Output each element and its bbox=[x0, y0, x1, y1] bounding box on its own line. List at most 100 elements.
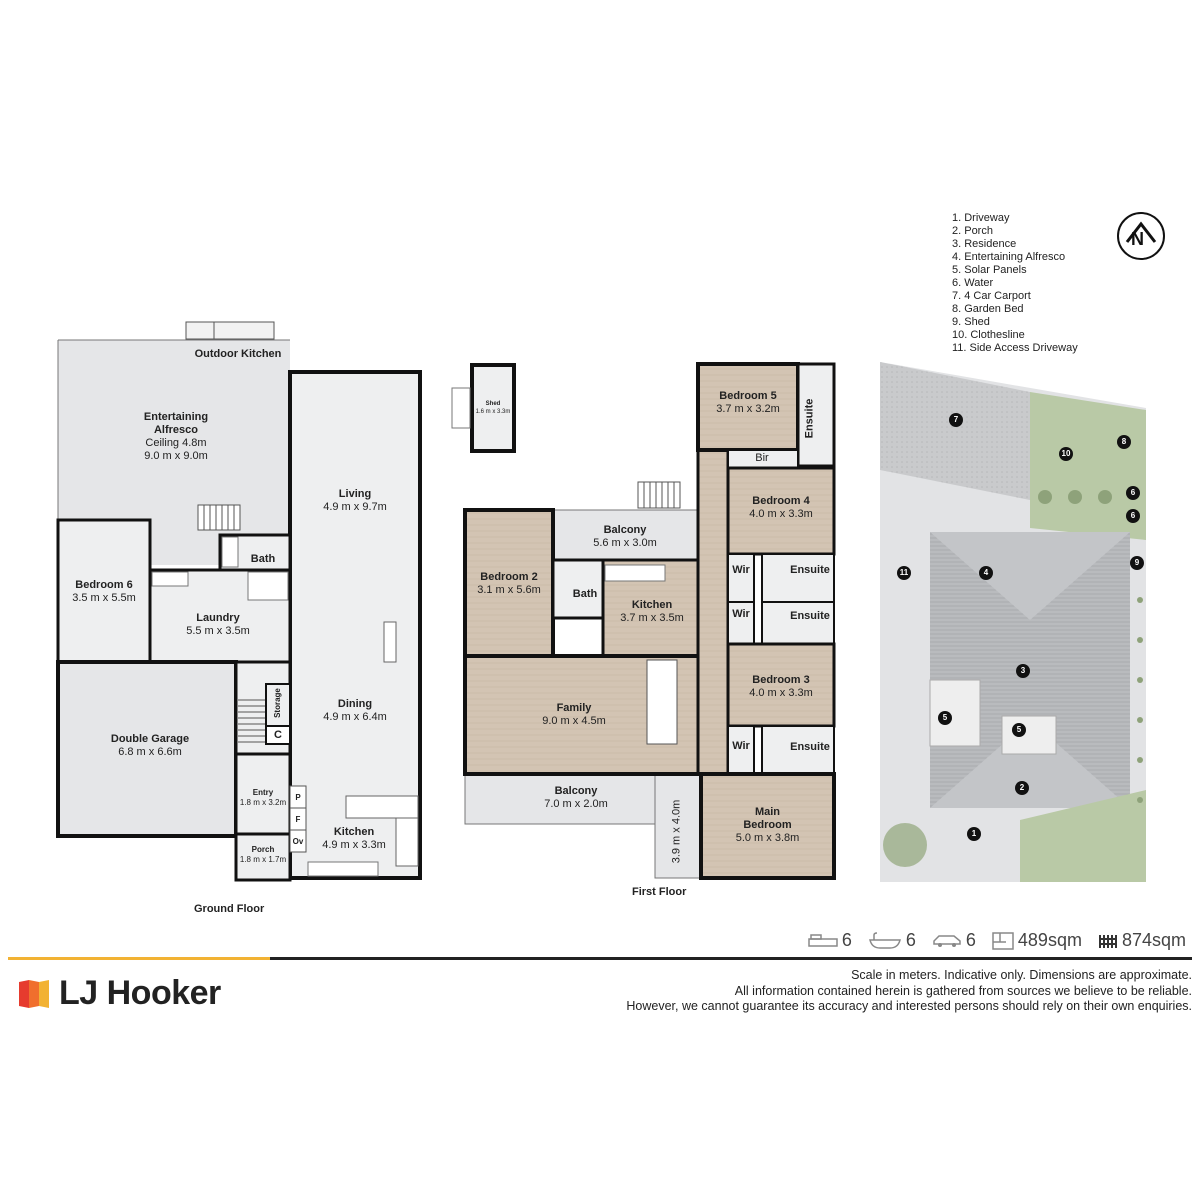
first-bath bbox=[551, 558, 605, 620]
disclaimer: Scale in meters. Indicative only. Dimens… bbox=[626, 968, 1192, 1015]
balcony-top bbox=[551, 509, 699, 561]
label-wir-1: Wir bbox=[732, 564, 750, 576]
label-first-bath: Bath bbox=[572, 588, 598, 600]
first-floor-stairs bbox=[646, 659, 678, 745]
kitchen-island bbox=[345, 795, 419, 819]
legend-item: 10. Clothesline bbox=[952, 329, 1025, 341]
label-shed: Shed 1.6 m x 3.3m bbox=[475, 401, 511, 415]
label-entry: Entry 1.8 m x 3.2m bbox=[239, 788, 287, 807]
outdoor-kitchen-bench bbox=[185, 321, 275, 340]
ground-floor-title: Ground Floor bbox=[194, 903, 265, 915]
bedroom-4 bbox=[726, 466, 836, 556]
label-oven: Ov bbox=[292, 837, 304, 846]
site-marker-6a: 6 bbox=[1126, 486, 1140, 500]
wir-1 bbox=[727, 553, 755, 603]
label-pantry: P bbox=[295, 793, 301, 802]
label-storage: Storage bbox=[273, 688, 282, 718]
label-ensuite-bedroom-5: Ensuite bbox=[803, 398, 816, 439]
label-laundry: Laundry 5.5 m x 3.5m bbox=[186, 612, 250, 637]
site-marker-1: 1 bbox=[967, 827, 981, 841]
wir-2 bbox=[727, 601, 755, 645]
site-marker-9: 9 bbox=[1130, 556, 1144, 570]
label-ensuite-1: Ensuite bbox=[790, 564, 830, 576]
cupboard-c bbox=[265, 725, 291, 745]
label-first-kitchen: Kitchen 3.7 m x 3.5m bbox=[620, 599, 684, 624]
legend-item: 4. Entertaining Alfresco bbox=[952, 251, 1066, 263]
bedroom-3 bbox=[726, 642, 836, 728]
label-main-bedroom: Main Bedroom 5.0 m x 3.8m bbox=[735, 806, 800, 844]
bath-icon bbox=[868, 931, 901, 949]
ground-floor-plan bbox=[56, 321, 422, 882]
cars-count: 6 bbox=[965, 930, 976, 950]
balcony-side bbox=[654, 773, 702, 879]
front-lawn bbox=[1020, 790, 1146, 882]
compass-letter: N bbox=[1131, 229, 1144, 249]
label-ensuite-3: Ensuite bbox=[790, 741, 830, 753]
site-marker-2: 2 bbox=[1015, 781, 1029, 795]
label-living: Living 4.9 m x 9.7m bbox=[323, 488, 387, 513]
site-plan bbox=[880, 362, 1146, 882]
porch bbox=[234, 832, 292, 882]
bedroom-6 bbox=[56, 518, 152, 664]
north-compass-icon bbox=[1117, 212, 1165, 260]
legend-item: 6. Water bbox=[952, 277, 994, 289]
label-bedroom-3: Bedroom 3 4.0 m x 3.3m bbox=[749, 674, 813, 699]
label-bedroom-4: Bedroom 4 4.0 m x 3.3m bbox=[749, 495, 813, 520]
legend-item: 2. Porch bbox=[952, 225, 993, 237]
brand-logo: LJ Hooker bbox=[19, 974, 221, 1013]
double-garage bbox=[56, 660, 238, 838]
site-marker-3: 3 bbox=[1016, 664, 1030, 678]
label-ensuite-2: Ensuite bbox=[790, 610, 830, 622]
land-area-value: 874sqm bbox=[1121, 930, 1186, 950]
floor-area-stat: 489sqm bbox=[992, 930, 1082, 951]
label-bedroom-2: Bedroom 2 3.1 m x 5.6m bbox=[477, 571, 541, 596]
label-family: Family 9.0 m x 4.5m bbox=[542, 702, 606, 727]
label-bedroom-5: Bedroom 5 3.7 m x 3.2m bbox=[716, 390, 780, 415]
label-wir-2: Wir bbox=[732, 608, 750, 620]
site-marker-10: 10 bbox=[1059, 447, 1073, 461]
disclaimer-line: Scale in meters. Indicative only. Dimens… bbox=[851, 968, 1192, 982]
divider-dark bbox=[270, 957, 1192, 960]
hallway bbox=[696, 446, 730, 776]
site-marker-5a: 5 bbox=[938, 711, 952, 725]
label-bir: Bir bbox=[755, 452, 769, 464]
floor-area-icon bbox=[992, 931, 1014, 950]
first-floor-title: First Floor bbox=[632, 886, 687, 898]
label-ground-bath: Bath bbox=[250, 553, 276, 565]
floor-area-value: 489sqm bbox=[1017, 930, 1082, 950]
first-floor-plan bbox=[463, 362, 836, 880]
car-icon bbox=[933, 934, 961, 947]
site-marker-7: 7 bbox=[949, 413, 963, 427]
property-stats: 6 6 6 489sqm 874sqm bbox=[798, 930, 1186, 951]
label-wir-3: Wir bbox=[732, 740, 750, 752]
legend-item: 5. Solar Panels bbox=[952, 264, 1027, 276]
alfresco-stairs bbox=[197, 504, 241, 531]
divider-gold bbox=[8, 957, 270, 960]
legend-item: 9. Shed bbox=[952, 316, 990, 328]
lj-hooker-logo-icon bbox=[19, 979, 49, 1008]
label-alfresco: Entertaining Alfresco Ceiling 4.8m 9.0 m… bbox=[143, 411, 209, 462]
garden-area bbox=[1030, 392, 1146, 540]
label-balcony-side: 3.9 m x 4.0m bbox=[670, 799, 683, 864]
legend-item: 7. 4 Car Carport bbox=[952, 290, 1031, 302]
baths-count: 6 bbox=[905, 930, 916, 950]
legend-item: 8. Garden Bed bbox=[952, 303, 1024, 315]
legend-item: 1. Driveway bbox=[952, 212, 1010, 224]
main-bedroom bbox=[699, 772, 836, 880]
legend-item: 11. Side Access Driveway bbox=[952, 342, 1078, 354]
disclaimer-line: However, we cannot guarantee its accurac… bbox=[626, 999, 1192, 1013]
solar-panels-2 bbox=[1001, 715, 1057, 755]
ensuite-1 bbox=[761, 553, 835, 603]
wir-3 bbox=[727, 725, 755, 775]
beds-stat: 6 bbox=[808, 930, 852, 951]
label-bedroom-6: Bedroom 6 3.5 m x 5.5m bbox=[72, 579, 136, 604]
label-kitchen: Kitchen 4.9 m x 3.3m bbox=[322, 826, 386, 851]
label-balcony-bottom: Balcony 7.0 m x 2.0m bbox=[544, 785, 608, 810]
label-porch: Porch 1.8 m x 1.7m bbox=[239, 845, 287, 864]
label-cupboard-c: C bbox=[274, 729, 282, 741]
label-outdoor-kitchen: Outdoor Kitchen bbox=[194, 348, 282, 360]
legend-item: 3. Residence bbox=[952, 238, 1017, 250]
site-marker-4: 4 bbox=[979, 566, 993, 580]
carport-area bbox=[880, 362, 1030, 500]
site-marker-5b: 5 bbox=[1012, 723, 1026, 737]
